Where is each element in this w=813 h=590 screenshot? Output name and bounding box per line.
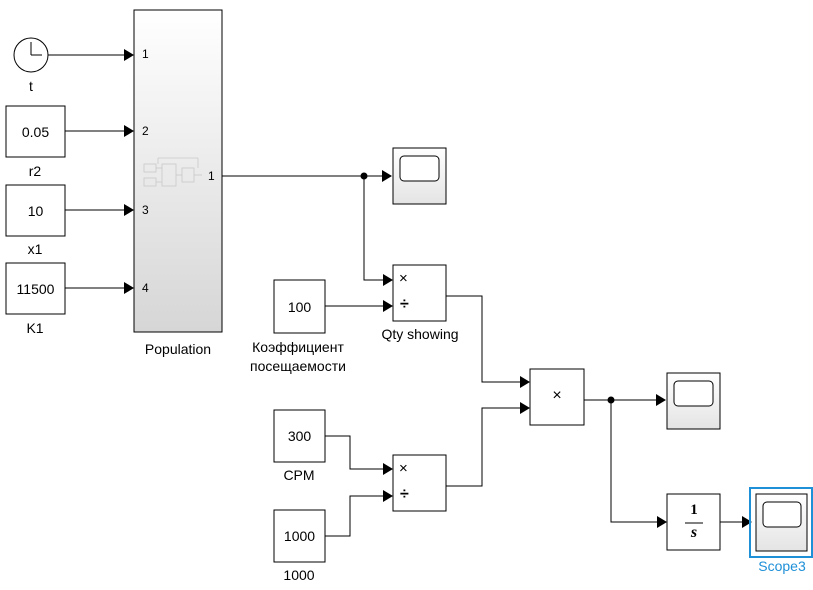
selection-highlight <box>749 487 813 558</box>
divide1-multiply-sign: × <box>399 270 408 287</box>
integrator-block[interactable] <box>666 493 721 551</box>
out-port-1-label: 1 <box>208 169 215 183</box>
constant-value-cpm: 300 <box>287 428 312 444</box>
line-divide1-to-product[interactable] <box>446 295 520 383</box>
product-block[interactable] <box>529 368 585 426</box>
scope-block-2[interactable] <box>666 372 721 430</box>
divide-block-qty[interactable] <box>392 264 447 322</box>
x1-label: x1 <box>27 241 43 257</box>
constant-block-1000[interactable] <box>273 509 326 563</box>
constant-block-r2[interactable] <box>5 105 66 158</box>
scope-screen-icon <box>399 155 440 182</box>
constant-value-1000: 1000 <box>283 528 316 544</box>
scope-block-1[interactable] <box>392 147 447 205</box>
clock-block[interactable] <box>13 37 49 73</box>
r2-label: r2 <box>28 163 42 179</box>
divide2-multiply-sign: × <box>399 460 408 477</box>
divide1-divide-sign: ÷ <box>400 296 409 313</box>
coef-label-line2: посещаемости <box>250 358 346 374</box>
qty-showing-label: Qty showing <box>381 326 459 342</box>
product-sign: × <box>552 387 562 404</box>
line-branch-to-integrator[interactable] <box>610 400 657 523</box>
constant-block-cpm[interactable] <box>273 409 326 463</box>
constant-value-x1: 10 <box>27 202 44 219</box>
coef-label-line1: Коэффициент <box>252 339 344 355</box>
constant-value-coef: 100 <box>287 298 312 315</box>
in-port-1-label: 1 <box>142 47 149 61</box>
arrow-heads <box>124 49 752 528</box>
clock-label: t <box>29 78 33 94</box>
population-label: Population <box>144 341 212 357</box>
k1000-label: 1000 <box>283 567 315 583</box>
in-port-2-label: 2 <box>142 124 149 138</box>
scope3-label: Scope3 <box>758 558 806 574</box>
scope-screen-icon <box>762 501 802 528</box>
constant-value-r2: 0.05 <box>21 123 50 140</box>
integrator-numerator: 1 <box>690 502 698 518</box>
constant-block-coef[interactable] <box>273 279 326 334</box>
scope3-block[interactable] <box>749 487 813 558</box>
divide2-divide-sign: ÷ <box>400 486 409 503</box>
scope-screen-icon <box>673 380 714 407</box>
line-1000-to-divide2[interactable] <box>325 495 383 537</box>
line-divide2-to-product[interactable] <box>446 407 520 487</box>
line-cpm-to-divide2[interactable] <box>325 435 383 470</box>
in-port-4-label: 4 <box>142 281 149 295</box>
cpm-label: CPM <box>283 467 315 483</box>
branch-point <box>607 396 615 404</box>
integrator-denominator: s <box>690 524 698 541</box>
branch-point <box>360 172 368 180</box>
constant-value-k1: 11500 <box>16 280 55 297</box>
k1-label: K1 <box>26 320 44 336</box>
line-branch-to-divide1[interactable] <box>363 176 383 281</box>
constant-block-k1[interactable] <box>5 262 66 315</box>
clock-icon <box>30 42 42 56</box>
in-port-3-label: 3 <box>142 203 149 217</box>
divide-block-2[interactable] <box>392 454 447 512</box>
constant-block-x1[interactable] <box>5 184 66 237</box>
population-subsystem[interactable] <box>133 9 223 333</box>
subsystem-icon <box>143 157 202 187</box>
